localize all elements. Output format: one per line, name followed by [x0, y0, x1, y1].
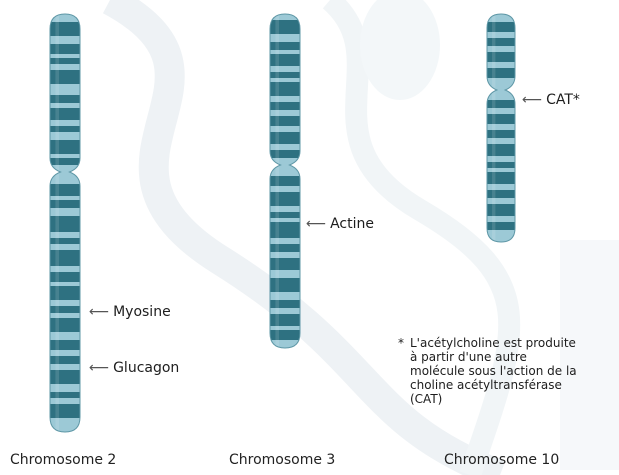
arrow-left-icon: ⟵	[522, 92, 542, 108]
chromosome-band	[485, 22, 517, 32]
chromosome-band	[485, 162, 517, 168]
footnote: * L'acétylcholine est produite à partir …	[398, 336, 578, 406]
chromosome-band	[485, 172, 517, 184]
chromosome-band	[485, 38, 517, 46]
gene-label-glucagon: ⟵ Glucagon	[89, 360, 179, 376]
arrow-left-icon: ⟵	[89, 304, 109, 320]
chromosome-band	[485, 144, 517, 156]
caption-chromosome-10: Chromosome 10	[444, 452, 559, 468]
footnote-text: L'acétylcholine est produite à partir d'…	[410, 336, 578, 406]
chromosome-band	[485, 100, 517, 108]
gene-label-myosine: ⟵ Myosine	[89, 304, 171, 320]
chromosome-band	[485, 114, 517, 124]
arrow-left-icon: ⟵	[306, 216, 326, 232]
caption-chromosome-3: Chromosome 3	[229, 452, 335, 468]
chromosome-band	[485, 68, 517, 78]
arrow-left-icon: ⟵	[89, 360, 109, 376]
caption-chromosome-2: Chromosome 2	[10, 452, 116, 468]
chromosome-band	[485, 190, 517, 198]
footnote-marker: *	[398, 336, 404, 350]
gene-label-cat: ⟵ CAT*	[522, 92, 580, 108]
gene-label-actine: ⟵ Actine	[306, 216, 374, 232]
chromosome-band	[485, 222, 517, 230]
chromosome-band	[485, 204, 517, 216]
chromosome-band	[485, 130, 517, 138]
chromosome-band	[485, 52, 517, 62]
